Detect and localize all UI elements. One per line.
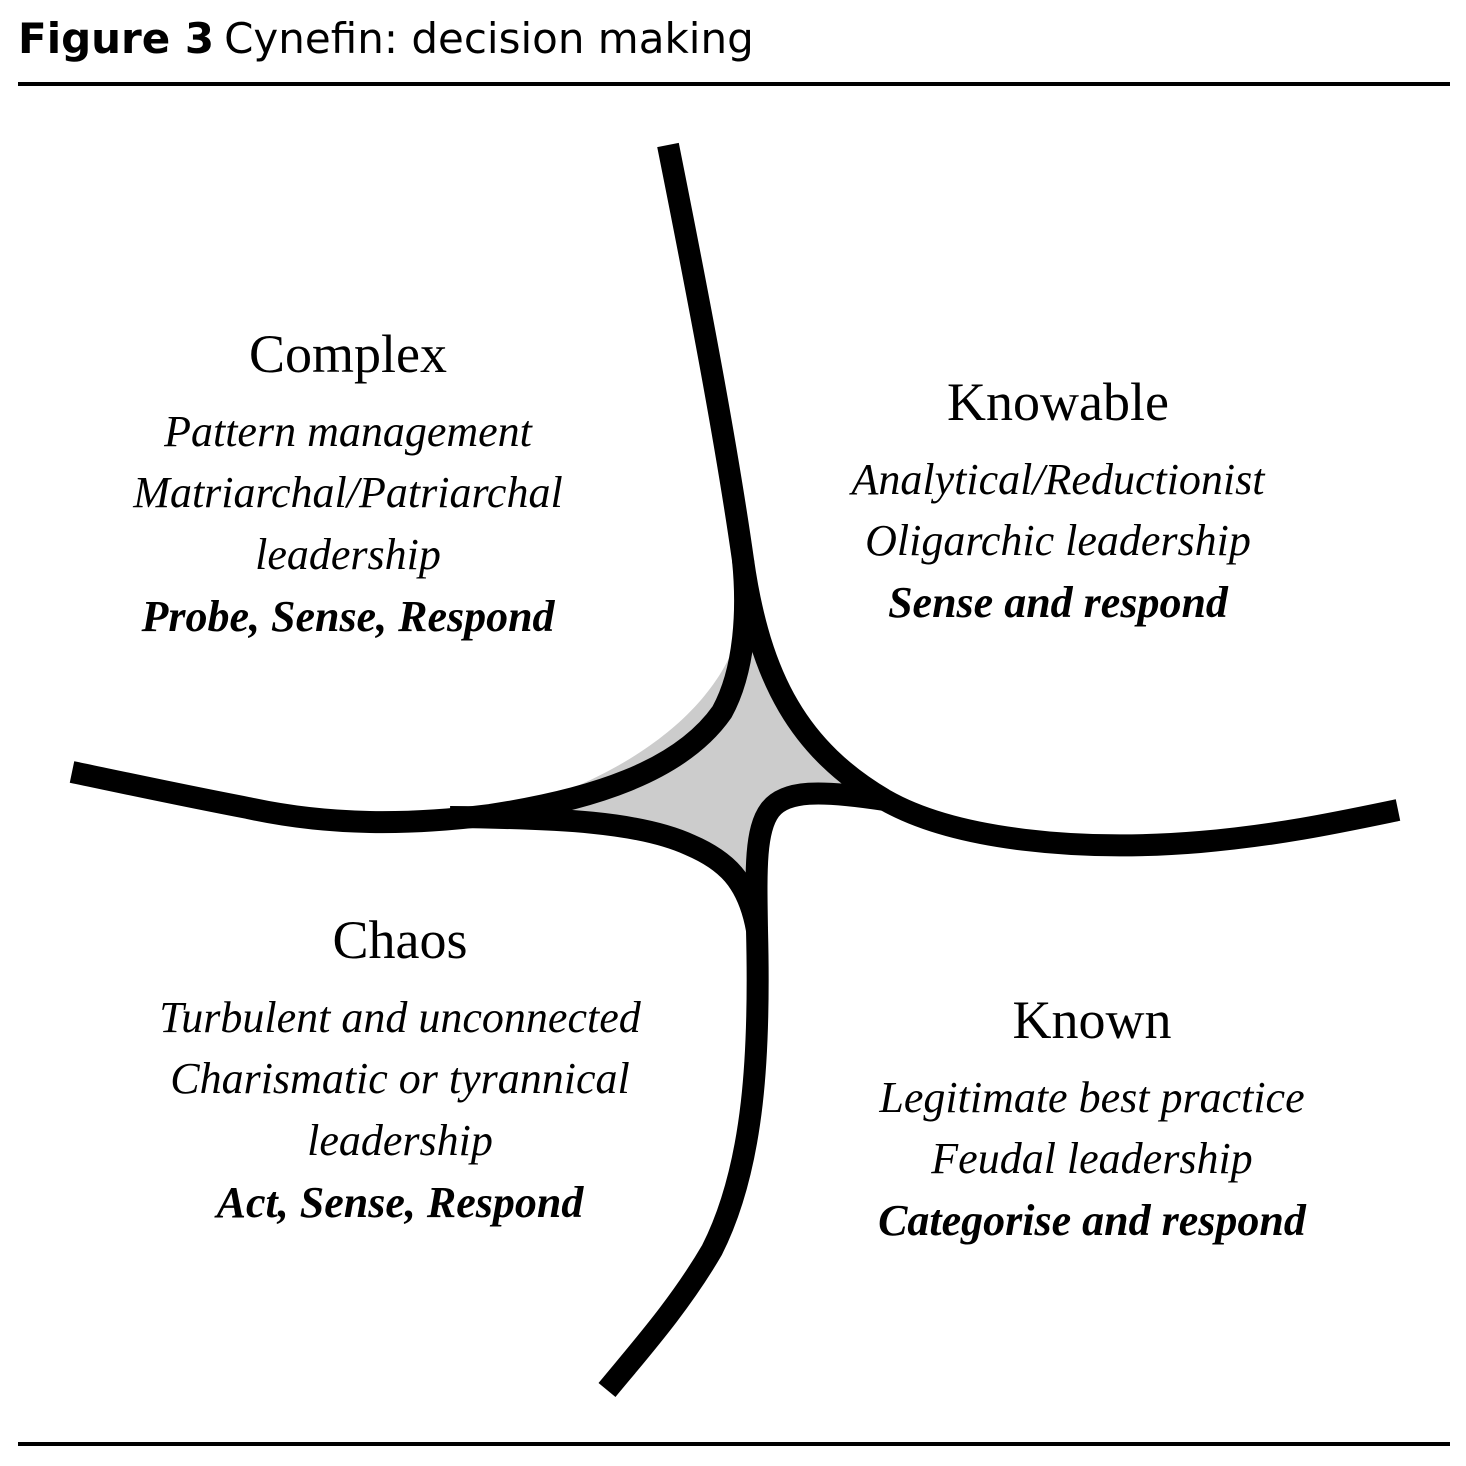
domain-chaos-line-1: Turbulent and unconnected: [159, 992, 641, 1042]
domain-chaos: Chaos Turbulent and unconnected Charisma…: [80, 908, 720, 1233]
boundary-knowable-to-known: [598, 782, 887, 1398]
domain-knowable-action: Sense and respond: [888, 577, 1228, 627]
domain-knowable-line-2: Oligarchic leadership: [865, 516, 1251, 566]
bottom-rule: [18, 1442, 1450, 1446]
domain-complex-line-1: Pattern management: [164, 406, 532, 456]
figure-number: Figure 3: [18, 14, 215, 63]
domain-chaos-action: Act, Sense, Respond: [216, 1177, 584, 1227]
domain-complex-line-3: leadership: [255, 529, 441, 579]
domain-known-title: Known: [1012, 990, 1172, 1050]
domain-complex-action: Probe, Sense, Respond: [141, 591, 555, 641]
domain-complex-title: Complex: [249, 324, 447, 384]
domain-knowable-title: Knowable: [947, 372, 1169, 432]
domain-known-line-1: Legitimate best practice: [879, 1072, 1305, 1122]
top-rule: [18, 82, 1450, 86]
domain-known: Known Legitimate best practice Feudal le…: [772, 988, 1412, 1252]
domain-chaos-line-2: Charismatic or tyrannical: [170, 1054, 630, 1104]
domain-known-action: Categorise and respond: [878, 1195, 1306, 1245]
domain-chaos-line-3: leadership: [307, 1115, 493, 1165]
domain-chaos-title: Chaos: [332, 910, 468, 970]
domain-complex-line-2: Matriarchal/Patriarchal: [133, 468, 563, 518]
domain-knowable-line-1: Analytical/Reductionist: [851, 454, 1265, 504]
boundary-complex-to-chaos: [449, 806, 768, 933]
domain-complex: Complex Pattern management Matriarchal/P…: [28, 322, 668, 647]
domain-known-line-2: Feudal leadership: [931, 1134, 1253, 1184]
figure-title: Cynefin: decision making: [224, 14, 754, 63]
domain-knowable: Knowable Analytical/Reductionist Oligarc…: [738, 370, 1378, 634]
